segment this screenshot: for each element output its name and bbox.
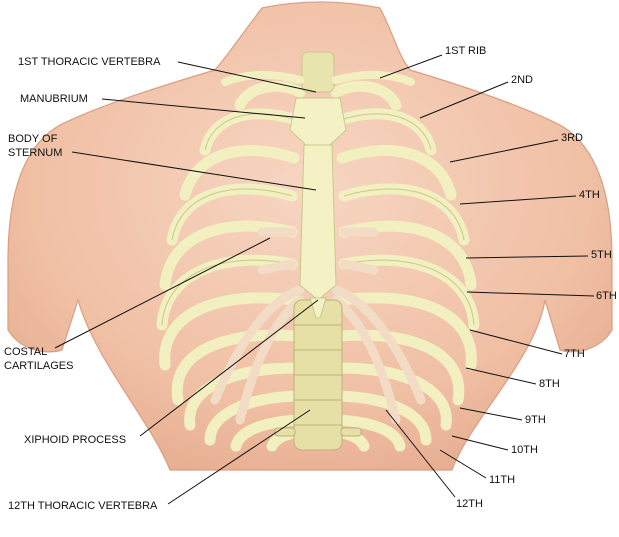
label-rib-2nd: 2ND [511,74,534,86]
leader-lines [54,54,595,505]
label-1st-thoracic-vertebra: 1ST THORACIC VERTEBRA [18,56,161,68]
label-body-of-sternum-line1: BODY OF [8,133,58,145]
label-manubrium: MANUBRIUM [20,93,88,105]
label-rib-4th: 4TH [579,189,600,201]
label-rib-11th: 11TH [489,474,516,486]
label-rib-6th: 6TH [596,290,617,302]
costal-cartilages [210,227,426,425]
label-body-of-sternum-line2: STERNUM [8,147,63,159]
label-12th-thoracic-vertebra: 12TH THORACIC VERTEBRA [8,500,158,512]
label-xiphoid-process: XIPHOID PROCESS [24,434,127,446]
label-rib-12th: 12TH [456,498,483,510]
label-1st-rib: 1ST RIB [445,45,487,57]
label-costal-cartilages-line1: COSTAL [4,346,48,358]
label-rib-3rd: 3RD [561,132,584,144]
clavicles [221,70,415,86]
label-rib-5th: 5TH [591,249,612,261]
label-rib-8th: 8TH [539,378,560,390]
label-rib-10th: 10TH [511,444,538,456]
label-rib-9th: 9TH [525,414,546,426]
label-rib-7th: 7TH [564,348,585,360]
sternum [289,97,347,319]
label-costal-cartilages-line2: CARTILAGES [4,360,74,372]
